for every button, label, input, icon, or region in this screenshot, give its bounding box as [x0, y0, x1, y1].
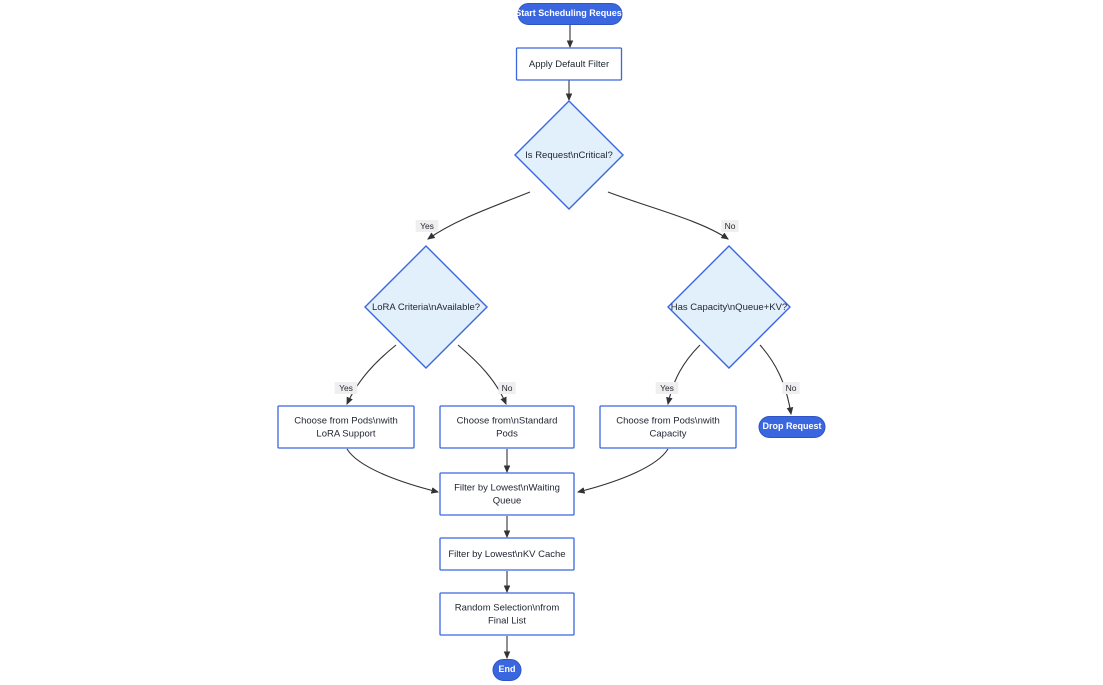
node-filter_kv[interactable]: Filter by Lowest\nKV Cache	[439, 537, 575, 571]
node-label: Has Capacity\nQueue+KV?	[671, 302, 787, 313]
edge-choose_capacity-to-filter_queue	[576, 448, 669, 494]
node-label: LoRA Criteria\nAvailable?	[372, 302, 480, 313]
node-label: Is Request\nCritical?	[525, 150, 613, 161]
node-apply_filter[interactable]: Apply Default Filter	[515, 47, 623, 81]
edge-label-background	[415, 220, 439, 232]
edge-is_critical-to-has_capacity	[607, 191, 729, 240]
edge-has_capacity-to-choose_capacity	[666, 344, 701, 406]
terminal-shape	[517, 3, 623, 25]
node-drop_request[interactable]: Drop Request	[758, 416, 826, 438]
edge-choose_lora-to-filter_queue	[346, 448, 440, 494]
edge-label-text: No	[725, 221, 736, 231]
node-label: Start Scheduling Request	[515, 8, 625, 18]
edge-label-is_critical-no: No	[721, 220, 739, 232]
edge-label-background	[334, 382, 358, 394]
edge-label-background	[782, 382, 800, 394]
process-shape	[515, 47, 623, 81]
process-shape	[439, 472, 575, 516]
node-label: Drop Request	[762, 421, 821, 431]
edge-label-has_capacity-yes: Yes	[655, 382, 679, 394]
process-shape	[277, 405, 415, 449]
edge-label-lora_criteria-yes: Yes	[334, 382, 358, 394]
edge-label-text: No	[786, 383, 797, 393]
node-label: End	[499, 664, 516, 674]
process-shape	[439, 537, 575, 571]
decision-shape	[667, 245, 791, 369]
edge-label-text: No	[502, 383, 513, 393]
edge-label-lora_criteria-no: No	[498, 382, 516, 394]
edge-label-text: Yes	[420, 221, 434, 231]
terminal-shape	[758, 416, 826, 438]
process-shape	[599, 405, 737, 449]
node-label: Apply Default Filter	[529, 59, 609, 70]
node-end[interactable]: End	[492, 659, 522, 681]
edge-label-text: Yes	[339, 383, 353, 393]
edge-has_capacity-to-drop_request	[759, 344, 794, 416]
edge-label-has_capacity-no: No	[782, 382, 800, 394]
decision-shape	[514, 100, 624, 210]
node-lora_criteria[interactable]: LoRA Criteria\nAvailable?	[364, 245, 488, 369]
edge-label-text: Yes	[660, 383, 674, 393]
process-shape	[439, 405, 575, 449]
edge-lora_criteria-to-choose_lora	[346, 344, 397, 405]
node-is_critical[interactable]: Is Request\nCritical?	[514, 100, 624, 210]
node-start[interactable]: Start Scheduling Request	[515, 3, 625, 25]
terminal-shape	[492, 659, 522, 681]
edge-label-background	[498, 382, 516, 394]
edge-label-background	[721, 220, 739, 232]
edge-is_critical-to-lora_criteria	[427, 191, 531, 240]
node-has_capacity[interactable]: Has Capacity\nQueue+KV?	[667, 245, 791, 369]
edge-label-background	[655, 382, 679, 394]
edge-lora_criteria-to-choose_standard	[457, 344, 507, 406]
edges-layer	[346, 25, 794, 660]
edge-label-is_critical-yes: Yes	[415, 220, 439, 232]
process-shape	[439, 592, 575, 636]
decision-shape	[364, 245, 488, 369]
node-label: Filter by Lowest\nKV Cache	[448, 549, 565, 560]
